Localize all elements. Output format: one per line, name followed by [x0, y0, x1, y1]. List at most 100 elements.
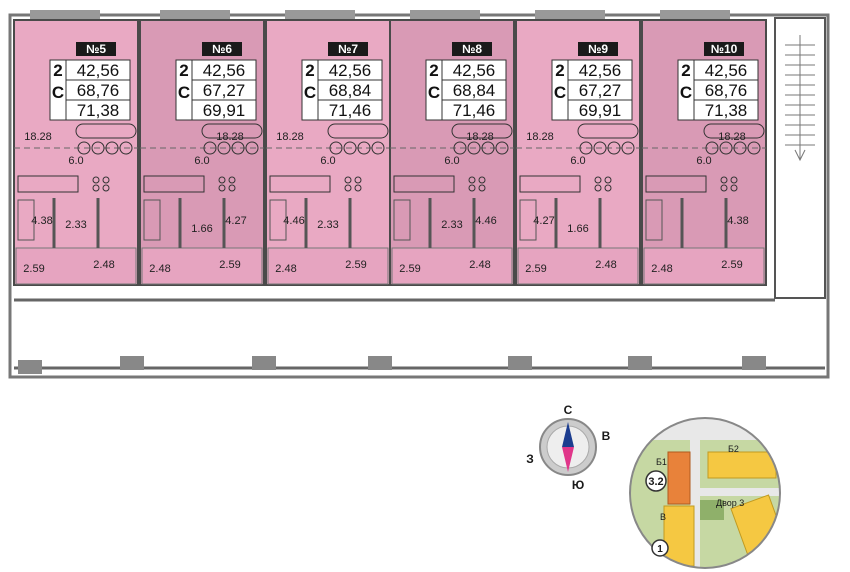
unit-type: C — [428, 83, 440, 102]
unit-area-full: 71,38 — [705, 101, 748, 120]
balcony-right-area: 2.59 — [721, 259, 742, 271]
unit-badge — [452, 42, 492, 56]
hall-area: 4.46 — [475, 215, 496, 227]
compass-west-label: З — [526, 452, 534, 466]
unit-type: C — [554, 83, 566, 102]
compass: С В Ю З — [526, 403, 610, 492]
compass-north-label: С — [564, 403, 573, 417]
kitchen-area: 6.0 — [570, 155, 585, 167]
balcony-left-area: 2.48 — [651, 263, 672, 275]
unit-rooms: 2 — [305, 61, 314, 80]
unit-area-total: 67,27 — [203, 81, 246, 100]
balcony-left-area: 2.59 — [23, 263, 44, 275]
hall-area: 4.38 — [31, 215, 52, 227]
map-label-32: 3.2 — [648, 476, 663, 488]
hall-area: 4.27 — [225, 215, 246, 227]
unit-area-living: 42,56 — [579, 61, 622, 80]
balcony-right-area: 2.48 — [469, 259, 490, 271]
unit-area-full: 71,38 — [77, 101, 120, 120]
building-highlight — [667, 451, 691, 505]
unit-area-living: 42,56 — [77, 61, 120, 80]
unit-area-living: 42,56 — [705, 61, 748, 80]
bath-area: 2.33 — [317, 219, 338, 231]
kitchen-area: 6.0 — [68, 155, 83, 167]
kitchen-area: 6.0 — [444, 155, 459, 167]
unit-area-living: 42,56 — [329, 61, 372, 80]
staircase — [774, 17, 826, 299]
unit-type: C — [178, 83, 190, 102]
balcony-right-area: 2.48 — [595, 259, 616, 271]
compass-south-pointer — [562, 447, 574, 472]
living-room-area: 18.28 — [216, 131, 244, 143]
unit-rooms: 2 — [681, 61, 690, 80]
unit-type: C — [680, 83, 692, 102]
unit-number: №9 — [588, 42, 608, 56]
unit-badge — [704, 42, 744, 56]
kitchen-area: 6.0 — [696, 155, 711, 167]
unit-area-full: 71,46 — [329, 101, 372, 120]
living-room-area: 18.28 — [718, 131, 746, 143]
balcony-left-area: 2.48 — [149, 263, 170, 275]
hall-area: 4.27 — [533, 215, 554, 227]
unit-number: №7 — [338, 42, 358, 56]
unit-area-total: 68,76 — [705, 81, 748, 100]
unit-badge — [202, 42, 242, 56]
unit-rooms: 2 — [555, 61, 564, 80]
unit-area-full: 69,91 — [579, 101, 622, 120]
compass-east-label: В — [602, 429, 611, 443]
unit-number: №8 — [462, 42, 482, 56]
balcony-left-area: 2.59 — [399, 263, 420, 275]
living-room-area: 18.28 — [24, 131, 52, 143]
balcony-right-area: 2.59 — [219, 259, 240, 271]
unit-area-total: 68,76 — [77, 81, 120, 100]
unit-area-total: 68,84 — [329, 81, 372, 100]
unit-number: №5 — [86, 42, 106, 56]
compass-south-label: Ю — [572, 478, 584, 492]
map-label-yard: Двор 3 — [716, 498, 744, 508]
kitchen-area: 6.0 — [320, 155, 335, 167]
map-label-b1: Б1 — [656, 457, 667, 467]
living-room-area: 18.28 — [466, 131, 494, 143]
unit-number: №6 — [212, 42, 232, 56]
unit-rooms: 2 — [179, 61, 188, 80]
unit-area-full: 71,46 — [453, 101, 496, 120]
unit-type: C — [52, 83, 64, 102]
living-room-area: 18.28 — [276, 131, 304, 143]
balcony-right-area: 2.48 — [93, 259, 114, 271]
unit-rooms: 2 — [53, 61, 62, 80]
corridor-windows — [18, 356, 766, 374]
unit-badge — [578, 42, 618, 56]
hall-area: 4.38 — [727, 215, 748, 227]
unit-area-total: 67,27 — [579, 81, 622, 100]
map-label-b2: Б2 — [728, 444, 739, 454]
wc-area: 1.66 — [191, 223, 212, 235]
unit-type: C — [304, 83, 316, 102]
wc-area: 1.66 — [567, 223, 588, 235]
facade-windows — [30, 10, 730, 20]
balcony-left-area: 2.59 — [525, 263, 546, 275]
unit-rooms: 2 — [429, 61, 438, 80]
living-room-area: 18.28 — [526, 131, 554, 143]
unit-area-total: 68,84 — [453, 81, 496, 100]
kitchen-area: 6.0 — [194, 155, 209, 167]
unit-number: №10 — [711, 42, 738, 56]
compass-north-pointer — [562, 422, 574, 447]
unit-area-full: 69,91 — [203, 101, 246, 120]
map-label-1: 1 — [657, 544, 663, 555]
bath-area: 2.33 — [441, 219, 462, 231]
balcony-left-area: 2.48 — [275, 263, 296, 275]
balcony-right-area: 2.59 — [345, 259, 366, 271]
unit-area-living: 42,56 — [203, 61, 246, 80]
unit-badge — [328, 42, 368, 56]
unit-badge — [76, 42, 116, 56]
unit-area-living: 42,56 — [453, 61, 496, 80]
bath-area: 2.33 — [65, 219, 86, 231]
